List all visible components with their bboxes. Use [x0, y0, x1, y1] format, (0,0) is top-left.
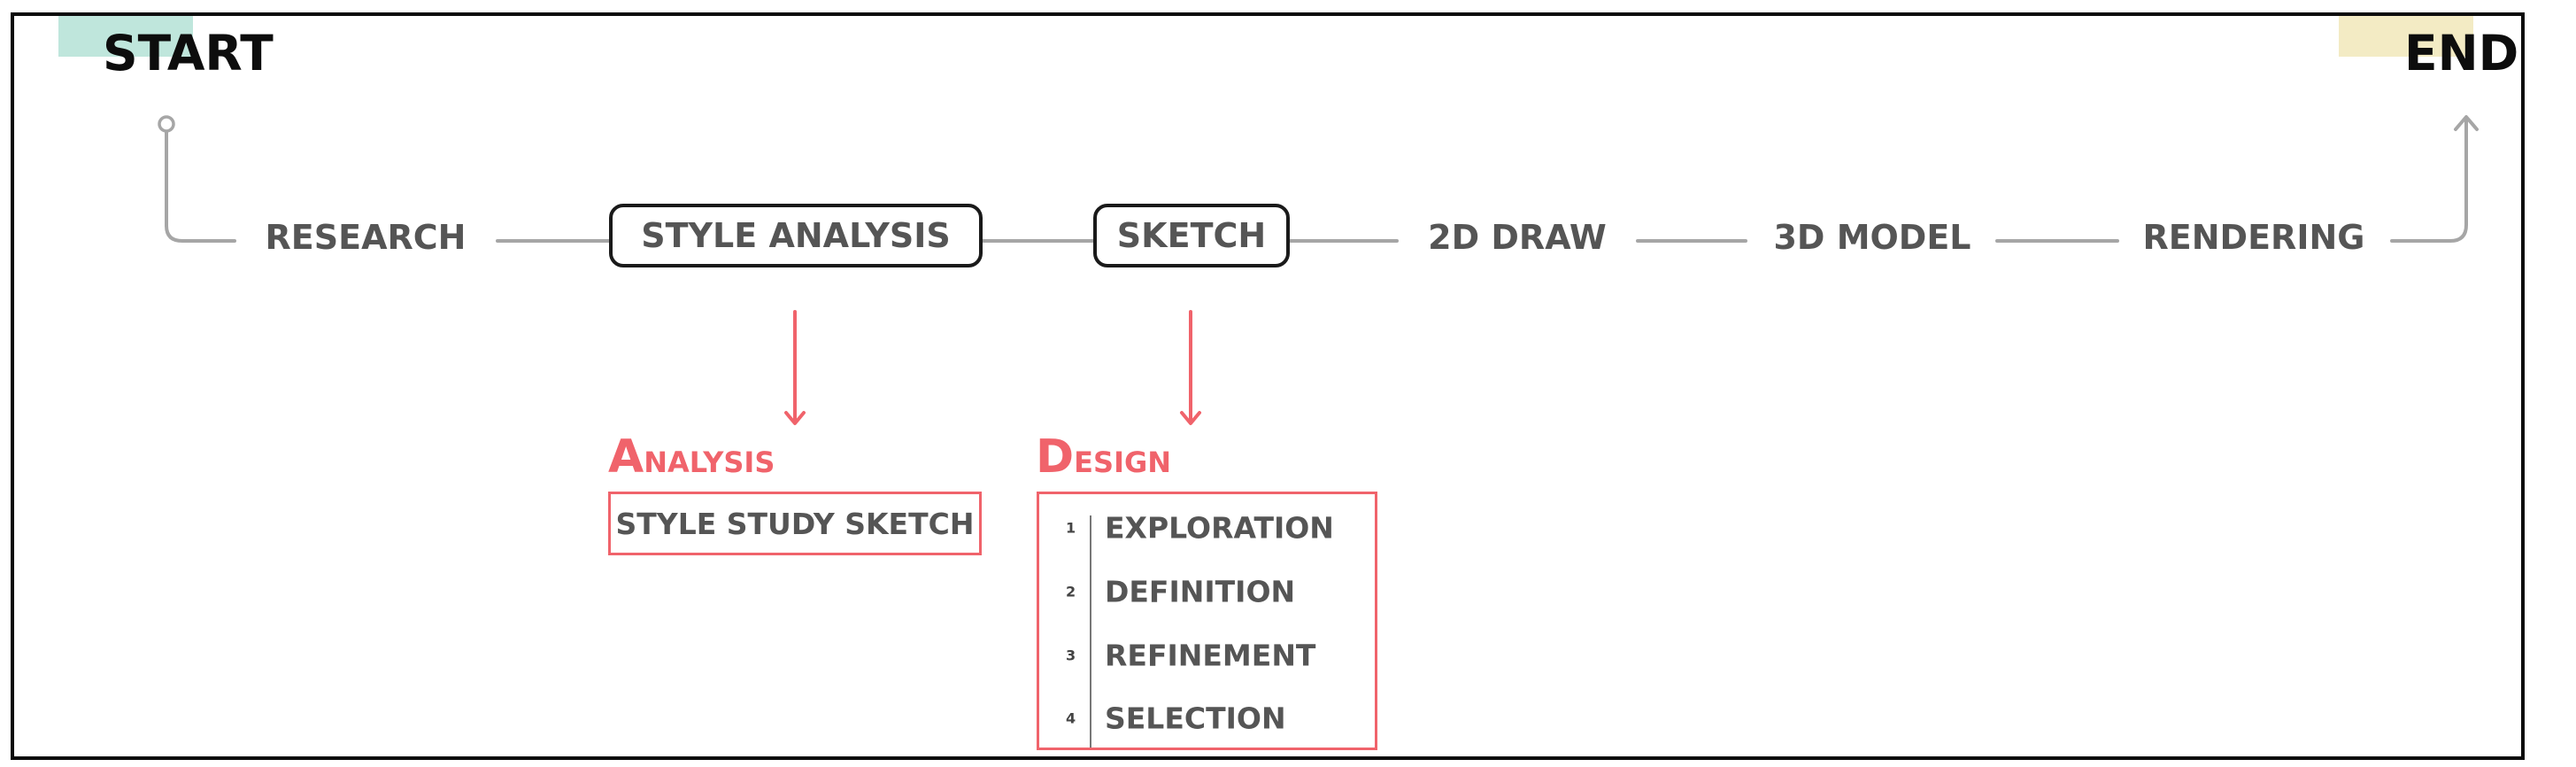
step-rendering: RENDERING — [2142, 218, 2365, 257]
step-style-analysis: STYLE ANALYSIS — [609, 204, 983, 267]
list-item: 4 SELECTION — [1039, 692, 1375, 745]
step-research: RESEARCH — [265, 218, 467, 257]
design-arrowhead — [1180, 411, 1201, 425]
step-sketch: SKETCH — [1093, 204, 1290, 267]
analysis-item: STYLE STUDY SKETCH — [615, 506, 975, 541]
list-item-label: EXPLORATION — [1105, 510, 1334, 546]
design-title-initial: D — [1036, 430, 1075, 484]
analysis-title-initial: A — [608, 430, 644, 484]
start-swatch — [58, 16, 193, 57]
list-item-number: 4 — [1066, 709, 1076, 727]
list-item-label: REFINEMENT — [1105, 638, 1316, 673]
start-node — [158, 115, 175, 133]
list-item: 3 REFINEMENT — [1039, 629, 1375, 682]
analysis-title-rest: nalysis — [644, 445, 775, 479]
analysis-box: STYLE STUDY SKETCH — [608, 492, 982, 555]
list-item: 2 DEFINITION — [1039, 565, 1375, 618]
list-item-number: 1 — [1066, 519, 1076, 537]
design-title-rest: esign — [1074, 445, 1172, 479]
list-item: 1 EXPLORATION — [1039, 501, 1375, 554]
step-2d-draw: 2D DRAW — [1428, 218, 1607, 257]
end-label: END — [2404, 25, 2519, 81]
design-title: Design — [1036, 434, 1171, 480]
end-connector — [2390, 119, 2468, 243]
end-swatch — [2339, 16, 2473, 57]
end-arrowhead — [2454, 115, 2479, 131]
start-connector — [165, 130, 236, 243]
design-list-divider — [1090, 515, 1091, 748]
list-item-number: 2 — [1066, 583, 1076, 600]
list-item-number: 3 — [1066, 647, 1076, 664]
analysis-arrowhead — [784, 411, 806, 425]
diagram-frame — [11, 12, 2525, 760]
start-label: START — [103, 25, 274, 81]
list-item-label: SELECTION — [1105, 701, 1286, 736]
list-item-label: DEFINITION — [1105, 574, 1296, 609]
step-3d-model: 3D MODEL — [1773, 218, 1971, 257]
design-box: 1 EXPLORATION 2 DEFINITION 3 REFINEMENT … — [1037, 492, 1377, 750]
analysis-title: Analysis — [608, 434, 775, 480]
